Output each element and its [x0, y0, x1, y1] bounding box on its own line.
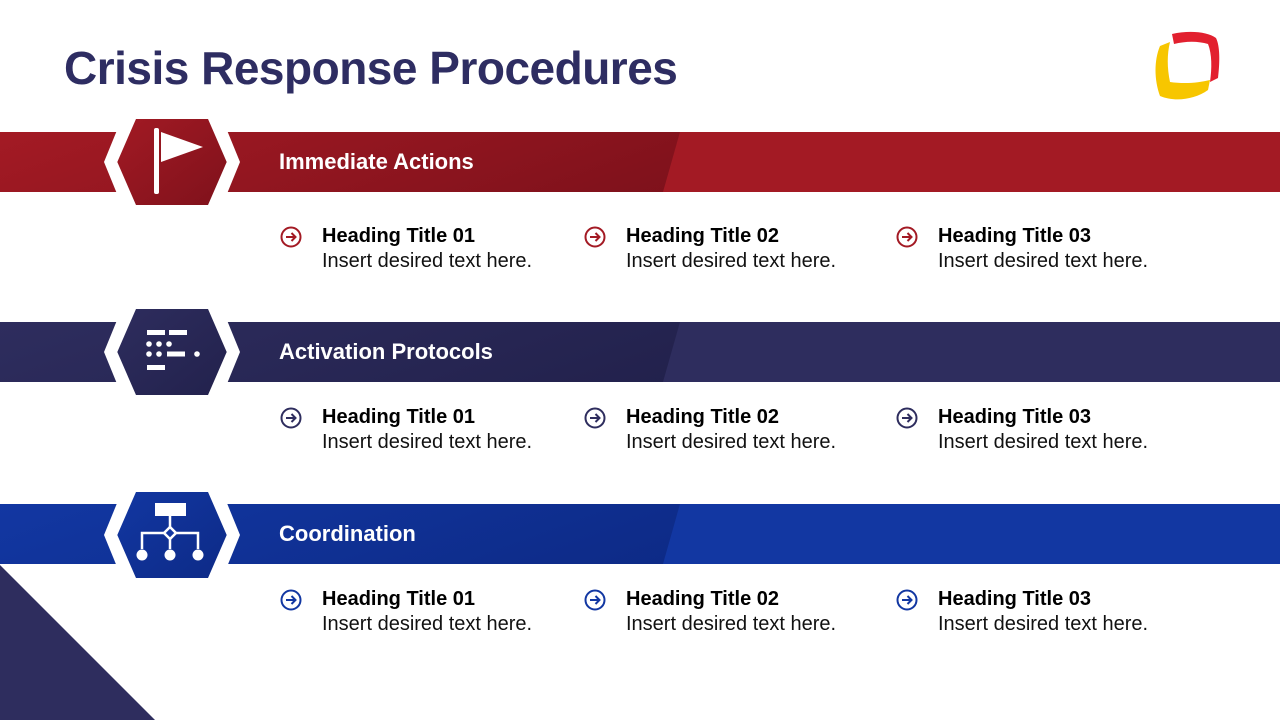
item-heading: Heading Title 03: [938, 588, 1092, 610]
item-heading: Heading Title 01: [322, 406, 476, 428]
corner-triangle-decoration: [0, 565, 155, 720]
page-title: Crisis Response Procedures: [64, 42, 678, 94]
section-title: Activation Protocols: [279, 339, 493, 364]
arrow-circle-icon: [584, 407, 606, 429]
item-text: Insert desired text here.: [322, 613, 533, 635]
item-text: Insert desired text here.: [322, 250, 533, 272]
arrow-circle-icon: [584, 589, 606, 611]
item-heading: Heading Title 02: [626, 406, 780, 428]
arrow-circle-icon: [280, 407, 302, 429]
item-text: Insert desired text here.: [938, 250, 1149, 272]
item-heading: Heading Title 02: [626, 225, 780, 247]
item-text: Insert desired text here.: [626, 613, 837, 635]
item-heading: Heading Title 01: [322, 588, 476, 610]
arrow-circle-icon: [896, 407, 918, 429]
section-title: Immediate Actions: [279, 149, 474, 174]
item-text: Insert desired text here.: [626, 250, 837, 272]
arrow-circle-icon: [280, 589, 302, 611]
item-text: Insert desired text here.: [938, 431, 1149, 453]
list-dots-icon: [104, 306, 240, 398]
item-heading: Heading Title 02: [626, 588, 780, 610]
flag-icon: [104, 116, 240, 208]
section-title: Coordination: [279, 521, 416, 546]
item-text: Insert desired text here.: [938, 613, 1149, 635]
arrow-circle-icon: [280, 226, 302, 248]
item-heading: Heading Title 03: [938, 225, 1092, 247]
item-text: Insert desired text here.: [322, 431, 533, 453]
org-chart-icon: [104, 489, 240, 581]
arrow-circle-icon: [896, 589, 918, 611]
arrow-circle-icon: [896, 226, 918, 248]
logo-icon: [1155, 31, 1220, 100]
arrow-circle-icon: [584, 226, 606, 248]
item-heading: Heading Title 01: [322, 225, 476, 247]
item-heading: Heading Title 03: [938, 406, 1092, 428]
item-text: Insert desired text here.: [626, 431, 837, 453]
